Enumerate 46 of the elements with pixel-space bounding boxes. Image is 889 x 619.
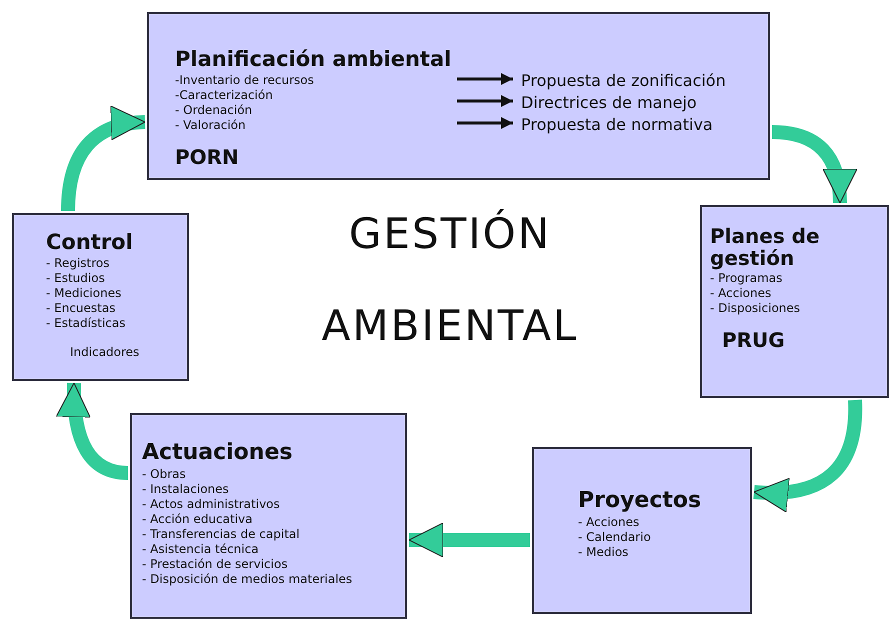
output-label: Propuesta de zonificación	[521, 70, 726, 92]
box-heading: Proyectos	[578, 489, 702, 514]
process-box	[532, 447, 752, 614]
list-item: - Obras	[142, 467, 186, 482]
list-item: - Registros	[46, 256, 110, 272]
box-footer-label: PRUG	[722, 328, 785, 352]
process-box	[147, 12, 770, 180]
list-item: - Actos administrativos	[142, 497, 280, 512]
list-item: - Prestación de servicios	[142, 557, 288, 572]
box-footer-label: PORN	[175, 145, 239, 170]
box-footer-label: Indicadores	[70, 345, 140, 360]
box-heading: Control	[46, 231, 133, 254]
list-item: - Transferencias de capital	[142, 527, 300, 542]
list-item: - Estadísticas	[46, 316, 126, 332]
list-item: -Caracterización	[175, 88, 273, 104]
list-item: - Acción educativa	[142, 512, 252, 528]
block-arrow	[754, 400, 862, 512]
list-item: - Disposiciones	[710, 301, 800, 316]
list-item: -Inventario de recursos	[175, 73, 314, 88]
process-box	[130, 413, 407, 619]
box-heading: Planes de gestión	[710, 225, 821, 269]
list-item: - Asistencia técnica	[142, 542, 259, 558]
block-arrow	[61, 107, 146, 212]
block-arrow	[408, 522, 530, 558]
box-heading: Planificación ambiental	[175, 48, 452, 72]
list-item: - Mediciones	[46, 286, 122, 302]
list-item: - Valoración	[175, 118, 246, 134]
list-item: - Acciones	[710, 286, 772, 301]
arrow	[457, 73, 513, 85]
output-label: Directrices de manejo	[521, 92, 697, 114]
diagram-title: GESTIÓN AMBIENTAL	[320, 208, 580, 352]
box-heading: Actuaciones	[142, 441, 292, 466]
list-item: - Estudios	[46, 271, 105, 286]
arrow	[457, 117, 513, 129]
list-item: - Programas	[710, 271, 782, 286]
process-box	[12, 213, 189, 381]
list-item: - Acciones	[578, 515, 640, 530]
list-item: - Instalaciones	[142, 482, 229, 498]
list-item: - Calendario	[578, 530, 651, 546]
list-item: - Ordenación	[175, 103, 252, 118]
list-item: - Encuestas	[46, 301, 116, 316]
output-label: Propuesta de normativa	[521, 114, 713, 136]
list-item: - Disposición de medios materiales	[142, 572, 352, 588]
arrow	[457, 95, 513, 107]
list-item: - Medios	[578, 545, 628, 560]
process-box	[700, 205, 889, 398]
